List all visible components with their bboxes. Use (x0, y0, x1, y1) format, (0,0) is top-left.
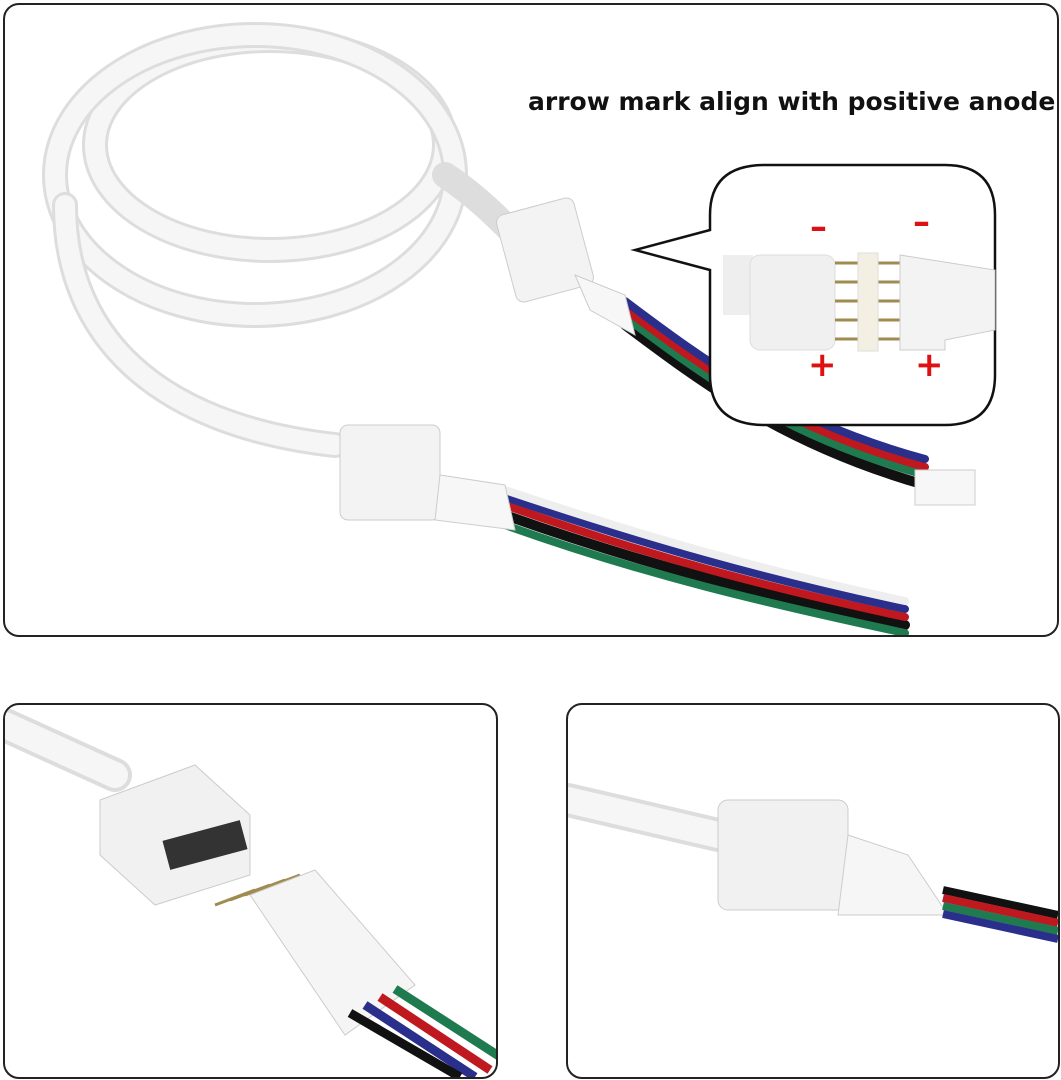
coiled-cable-illustration (42, 22, 997, 635)
callout-connector-closeup (723, 252, 996, 352)
positive-sign-right: + (915, 345, 944, 385)
negative-sign-left: – (810, 207, 827, 247)
unplugged-connector-illustration (5, 708, 496, 1077)
negative-sign-right: – (913, 202, 930, 242)
plugged-connector-illustration (568, 783, 1058, 943)
unplugged-connector-panel (3, 703, 498, 1079)
positive-sign-left: + (808, 345, 837, 385)
plugged-connector-panel (566, 703, 1060, 1079)
connector-upper (496, 197, 636, 336)
callout-heading: arrow mark align with positive anode (528, 87, 1056, 116)
connector-lower (339, 424, 516, 531)
main-product-panel: arrow mark align with positive anode – –… (3, 3, 1059, 637)
